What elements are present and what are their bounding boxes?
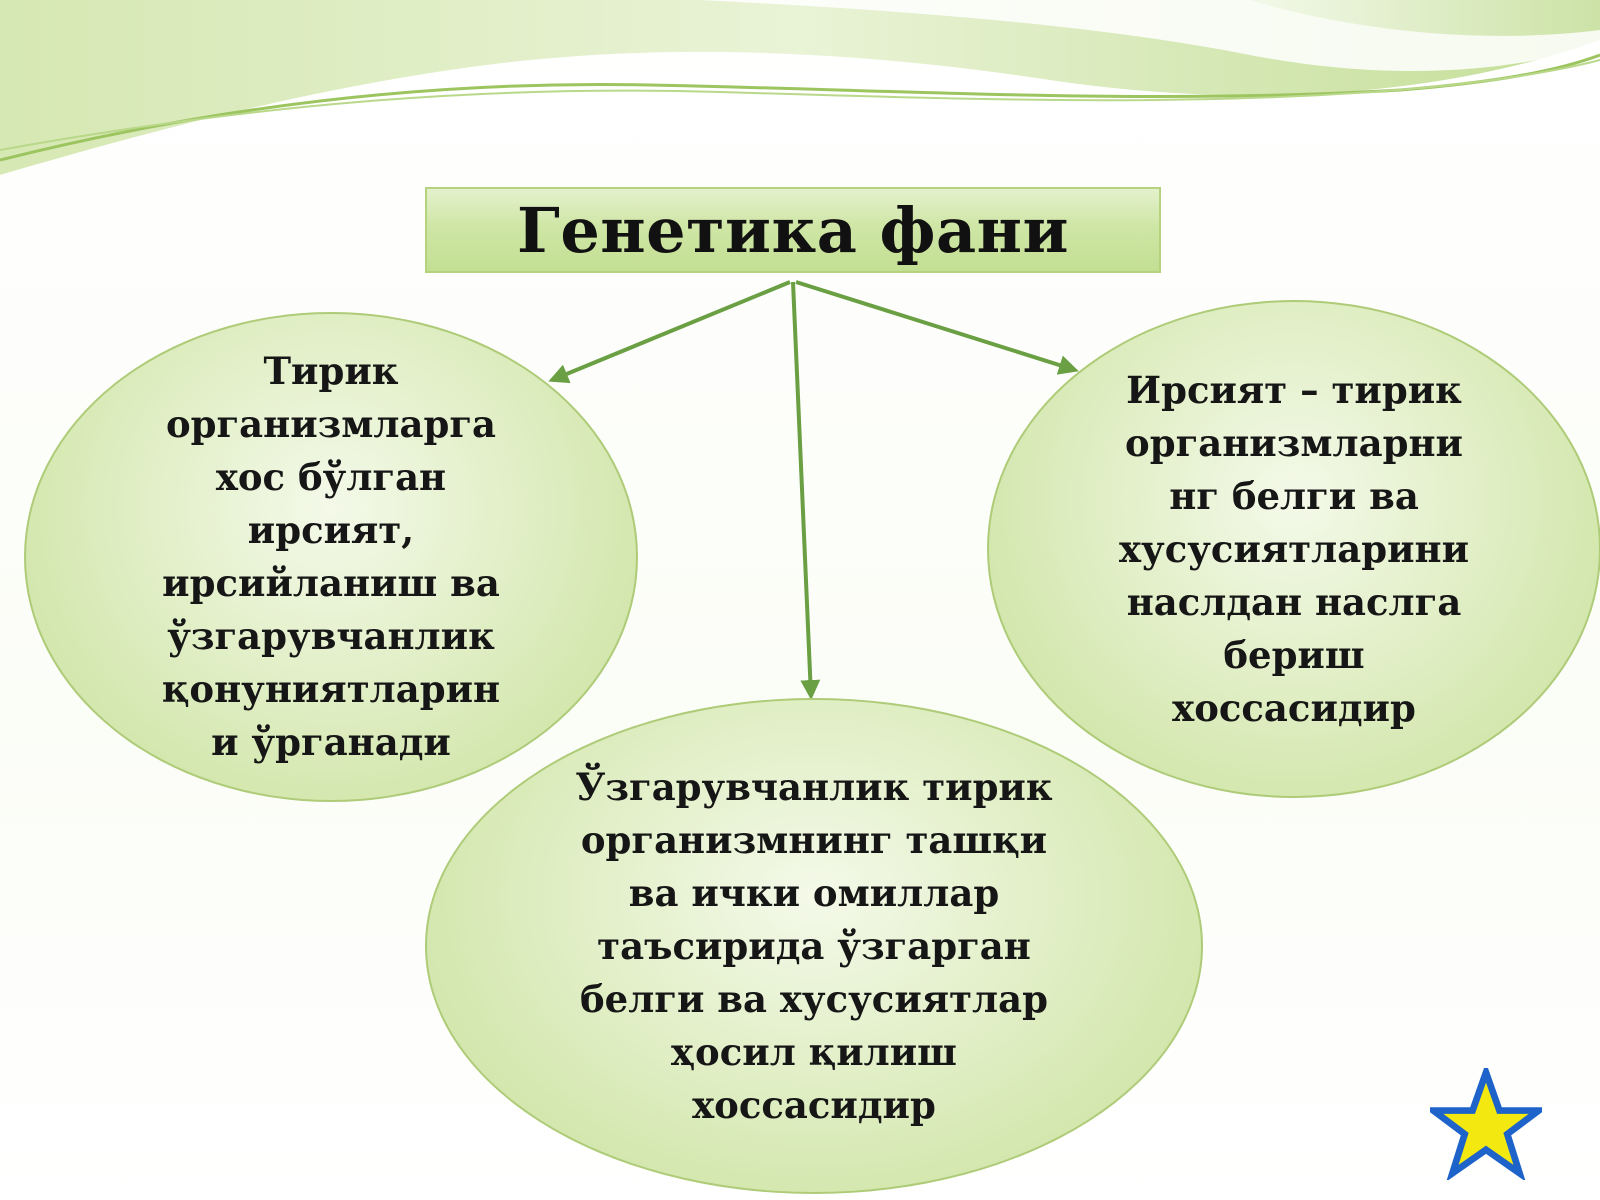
node-right-ellipse: Ирсият – тирик организмларни нг белги ва… xyxy=(987,300,1600,798)
node-left-ellipse: Тирик организмларга хос бўлган ирсият, и… xyxy=(24,312,638,802)
diagram-title-box: Генетика фани xyxy=(425,187,1161,273)
node-center-ellipse: Ўзгарувчанлик тирик организмнинг ташқи в… xyxy=(425,698,1203,1194)
diagram-title: Генетика фани xyxy=(517,193,1069,267)
node-right-text: Ирсият – тирик организмларни нг белги ва… xyxy=(1118,367,1470,730)
star-icon[interactable] xyxy=(1430,1068,1542,1180)
node-left-text: Тирик организмларга хос бўлган ирсият, и… xyxy=(161,349,501,764)
node-center-text: Ўзгарувчанлик тирик организмнинг ташқи в… xyxy=(575,764,1053,1127)
